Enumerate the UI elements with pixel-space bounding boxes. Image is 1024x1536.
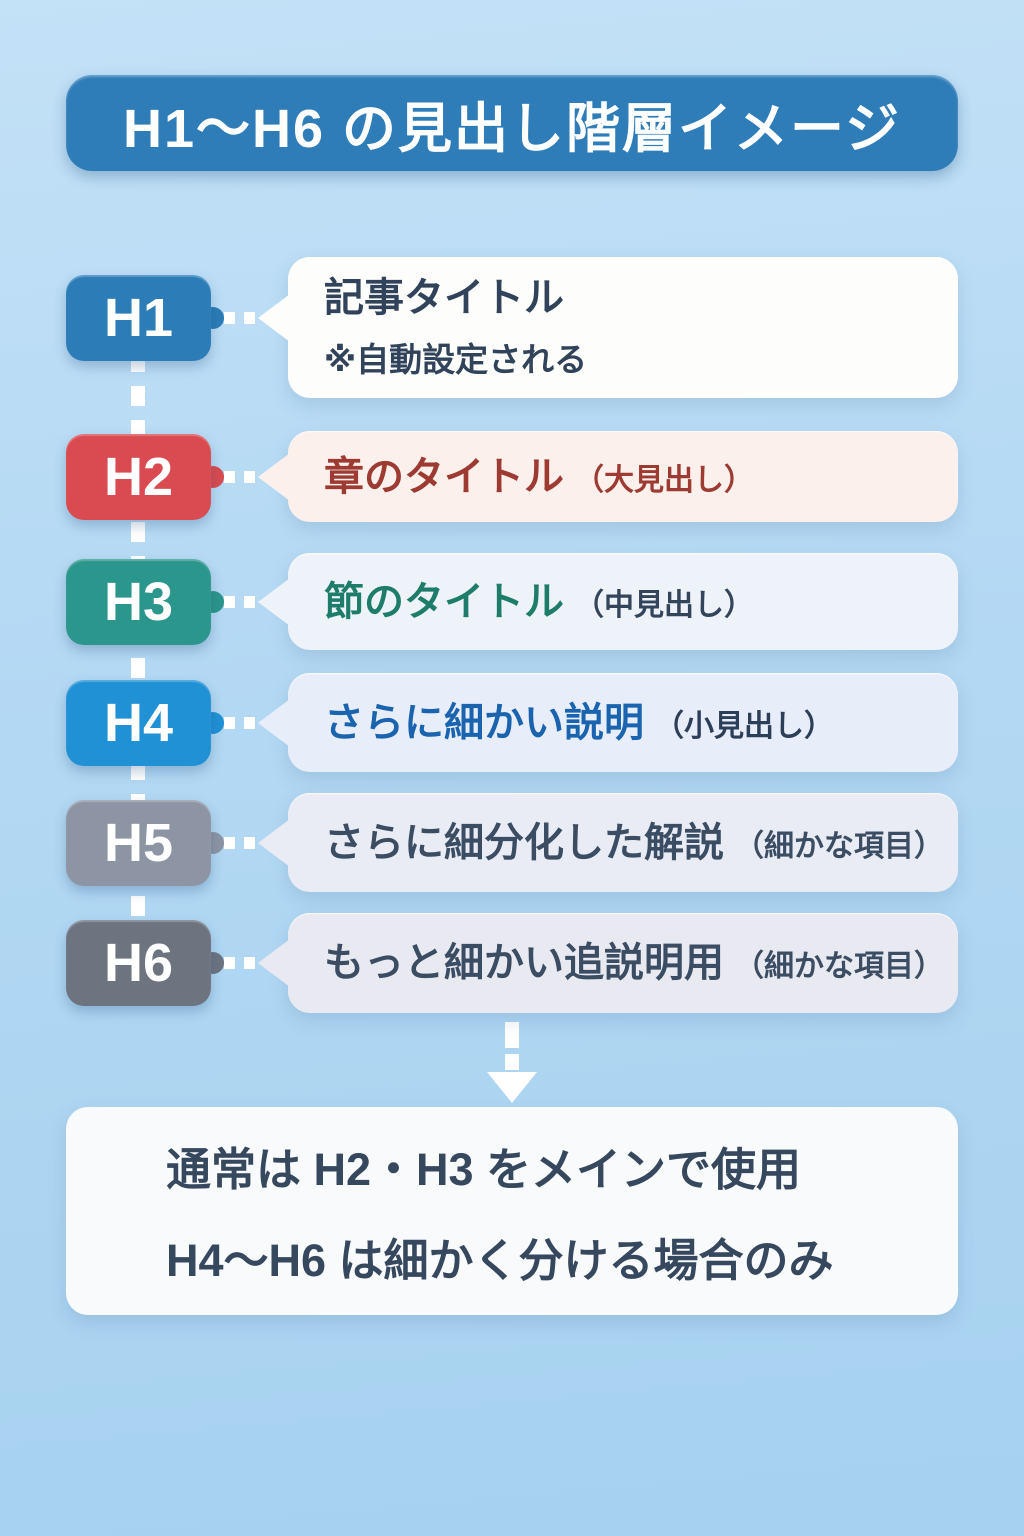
arrow-stem-dash <box>505 1022 519 1048</box>
arrow-stem-dash <box>505 1054 519 1070</box>
heading-label-line: 節のタイトル （中見出し） <box>324 579 958 625</box>
h5-badge: H5 <box>66 799 211 886</box>
summary-note: 通常は H2・H3 をメインで使用 H4〜H6 は細かく分ける場合のみ <box>66 1107 958 1315</box>
title-banner: H1〜H6 の見出し階層イメージ <box>66 75 958 171</box>
heading-label: もっと細かい追説明用 <box>324 941 724 985</box>
heading-label: さらに細分化した解説 <box>324 820 724 865</box>
h3-description-bubble: 節のタイトル （中見出し） <box>258 553 958 650</box>
heading-label-line: 章のタイトル （大見出し） <box>324 454 958 500</box>
heading-label-line: 記事タイトル <box>324 275 958 321</box>
heading-row-h4: さらに細かい説明 （小見出し） H4 <box>66 673 958 772</box>
heading-label: 記事タイトル <box>324 275 564 320</box>
heading-label: 章のタイトル <box>324 454 564 499</box>
heading-sublabel: （細かな項目） <box>734 829 944 863</box>
heading-sublabel: （細かな項目） <box>734 950 944 983</box>
page-title: H1〜H6 の見出し階層イメージ <box>123 98 901 159</box>
h5-description-bubble: さらに細分化した解説 （細かな項目） <box>258 793 958 892</box>
h6-badge: H6 <box>66 920 211 1006</box>
heading-row-h5: さらに細分化した解説 （細かな項目） H5 <box>66 793 958 892</box>
connector-dashes <box>224 716 260 729</box>
connector-dashes <box>224 470 260 483</box>
summary-line-2: H4〜H6 は細かく分ける場合のみ <box>166 1235 834 1286</box>
h3-badge: H3 <box>66 558 211 645</box>
summary-line-1: 通常は H2・H3 をメインで使用 <box>166 1144 802 1195</box>
heading-sublabel: （小見出し） <box>654 709 834 743</box>
h6-description-bubble: もっと細かい追説明用 （細かな項目） <box>258 913 958 1013</box>
bubble-tail <box>258 698 290 747</box>
heading-label: さらに細かい説明 <box>324 700 644 745</box>
heading-label-line: さらに細分化した解説 （細かな項目） <box>324 820 958 866</box>
connector-dashes <box>224 595 260 608</box>
heading-sublabel: （大見出し） <box>574 463 754 497</box>
heading-label: 節のタイトル <box>324 579 564 624</box>
connector-dashes <box>224 311 260 324</box>
heading-row-h6: もっと細かい追説明用 （細かな項目） H6 <box>66 913 958 1013</box>
arrow-head <box>487 1072 537 1103</box>
h4-description-bubble: さらに細かい説明 （小見出し） <box>258 673 958 772</box>
heading-note: ※自動設定される <box>324 340 588 378</box>
h2-description-bubble: 章のタイトル （大見出し） <box>258 431 958 522</box>
h2-badge: H2 <box>66 433 211 520</box>
heading-row-h2: 章のタイトル （大見出し） H2 <box>66 431 958 522</box>
bubble-tail <box>258 577 290 626</box>
h1-description-bubble: 記事タイトル ※自動設定される <box>258 257 958 398</box>
connector-dashes <box>224 957 260 969</box>
h1-badge: H1 <box>66 274 211 361</box>
heading-row-h3: 節のタイトル （中見出し） H3 <box>66 553 958 650</box>
connector-dashes <box>224 836 260 849</box>
heading-row-h1: 記事タイトル ※自動設定される H1 <box>66 257 958 398</box>
heading-label-line: さらに細かい説明 （小見出し） <box>324 700 958 746</box>
bubble-tail <box>258 293 290 342</box>
h4-badge: H4 <box>66 679 211 766</box>
bubble-tail <box>258 939 290 987</box>
heading-sublabel: （中見出し） <box>574 588 754 622</box>
bubble-tail <box>258 818 290 867</box>
bubble-tail <box>258 452 290 501</box>
heading-label-line: もっと細かい追説明用 （細かな項目） <box>324 940 958 986</box>
